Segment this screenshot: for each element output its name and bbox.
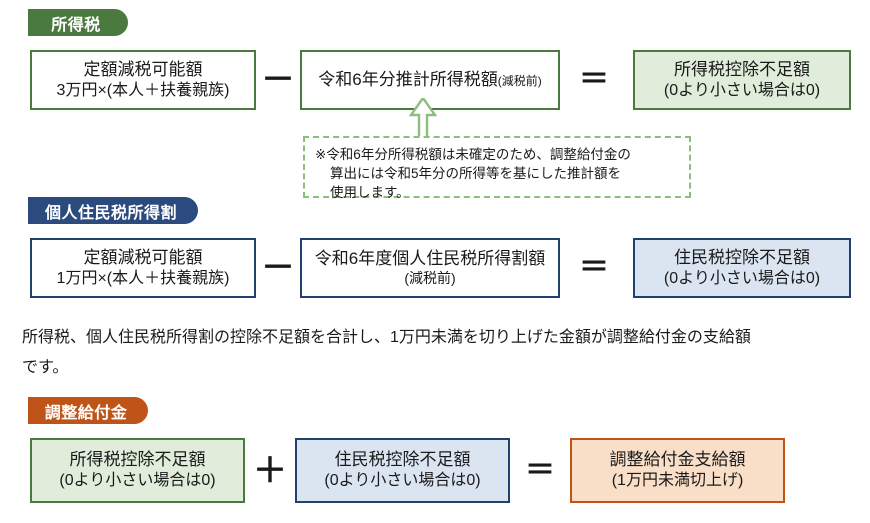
summary-paragraph-line-1: 所得税、個人住民税所得割の控除不足額を合計し、1万円未満を切り上げた金額が調整給… xyxy=(22,329,751,346)
operator-minus-income: － xyxy=(256,50,300,110)
box-benefit-juminzei-kojo-fusoku-gaku: 住民税控除不足額 (0より小さい場合は0) xyxy=(295,438,510,503)
box-line-1: 定額減税可能額 xyxy=(83,59,203,79)
box-resident-juminzei-kojo-fusoku-gaku: 住民税控除不足額 (0より小さい場合は0) xyxy=(633,238,851,298)
box-benefit-shotokuzei-kojo-fusoku-gaku: 所得税控除不足額 (0より小さい場合は0) xyxy=(30,438,245,503)
box-benefit-chosei-kyufukin-shikyu-gaku: 調整給付金支給額 (1万円未満切上げ) xyxy=(570,438,785,503)
operator-glyph: － xyxy=(261,249,295,287)
operator-glyph: － xyxy=(261,61,295,99)
operator-plus-benefit: ＋ xyxy=(245,438,295,503)
box-line-1: 住民税控除不足額 xyxy=(334,450,471,470)
operator-glyph: ＋ xyxy=(253,451,287,490)
section-tag-adjustment-benefit: 調整給付金 xyxy=(28,397,148,424)
box-line-2: (0より小さい場合は0) xyxy=(663,269,821,287)
box-line-2: (0より小さい場合は0) xyxy=(59,472,216,490)
box-line-1: 令和6年分推計所得税額(減税前) xyxy=(318,69,541,91)
box-line-1: 所得税控除不足額 xyxy=(69,450,206,470)
box-line-1: 令和6年度個人住民税所得割額 xyxy=(314,249,546,269)
box-line-1: 住民税控除不足額 xyxy=(674,247,810,267)
box-line-1: 所得税控除不足額 xyxy=(674,59,810,79)
section-tag-label: 調整給付金 xyxy=(44,404,128,422)
note-pointer-arrow-icon xyxy=(408,98,438,144)
box-resident-reiwa6-juminzei-shotokuwari-gaku: 令和6年度個人住民税所得割額 (減税前) xyxy=(300,238,560,298)
box-line-2: (0より小さい場合は0) xyxy=(663,81,821,99)
box-line-2: 1万円×(本人＋扶養親族) xyxy=(56,269,230,287)
operator-equals-benefit: ＝ xyxy=(510,438,570,503)
operator-equals-resident: ＝ xyxy=(560,238,628,298)
box-line-1-main: 令和6年分推計所得税額 xyxy=(318,70,498,90)
section-tag-label: 所得税 xyxy=(51,16,101,34)
note-box-income-tax-estimate: ※令和6年分所得税額は未確定のため、調整給付金の 算出には令和5年分の所得等を基… xyxy=(303,136,691,200)
box-line-1-note: (減税前) xyxy=(497,74,542,89)
operator-glyph: ＝ xyxy=(579,63,609,96)
operator-equals-income: ＝ xyxy=(560,50,628,110)
summary-paragraph: 所得税、個人住民税所得割の控除不足額を合計し、1万円未満を切り上げた金額が調整給… xyxy=(22,323,852,384)
note-line-2: 算出には令和5年分の所得等を基にした推計額を xyxy=(330,166,622,182)
operator-glyph: ＝ xyxy=(579,251,609,284)
box-line-1: 調整給付金支給額 xyxy=(609,450,746,470)
operator-minus-resident: － xyxy=(256,238,300,298)
note-line-1: ※令和6年分所得税額は未確定のため、調整給付金の xyxy=(315,147,631,162)
box-income-shotokuzei-kojo-fusoku-gaku: 所得税控除不足額 (0より小さい場合は0) xyxy=(633,50,851,110)
summary-paragraph-line-2: です。 xyxy=(22,359,69,377)
operator-glyph: ＝ xyxy=(525,453,555,487)
section-tag-resident-tax: 個人住民税所得割 xyxy=(28,197,198,224)
box-line-1: 定額減税可能額 xyxy=(83,247,203,267)
box-line-2: (0より小さい場合は0) xyxy=(324,472,481,490)
box-line-2: 3万円×(本人＋扶養親族) xyxy=(56,81,230,99)
section-tag-label: 個人住民税所得割 xyxy=(44,204,177,222)
box-resident-teigaku-genzei-kanou-gaku: 定額減税可能額 1万円×(本人＋扶養親族) xyxy=(30,238,256,298)
section-tag-income-tax: 所得税 xyxy=(28,9,128,36)
box-line-2: (減税前) xyxy=(404,269,456,286)
box-income-reiwa6-suikei-shotokuzei-gaku: 令和6年分推計所得税額(減税前) xyxy=(300,50,560,110)
box-line-2: (1万円未満切上げ) xyxy=(611,472,744,490)
box-income-teigaku-genzei-kanou-gaku: 定額減税可能額 3万円×(本人＋扶養親族) xyxy=(30,50,256,110)
note-line-3: 使用します。 xyxy=(330,185,410,201)
